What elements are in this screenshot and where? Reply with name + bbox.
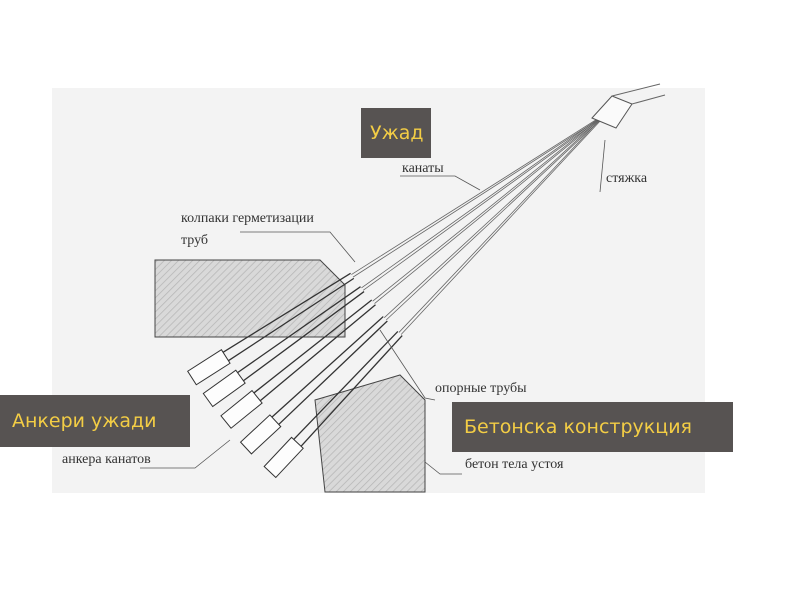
- overlay-label-anchors: Анкери ужади: [0, 395, 190, 447]
- anchor-3: [220, 389, 263, 429]
- cable-4: [239, 113, 607, 455]
- overlay-label-concrete: Бетонска конструкция: [452, 402, 733, 452]
- support-pipe-wall: [300, 335, 403, 447]
- overlay-label-cable: Ужад: [361, 108, 431, 158]
- support-pipe-wall: [253, 299, 373, 394]
- cable-strand: [352, 114, 607, 278]
- label-cables-original: канаты: [402, 161, 444, 176]
- support-pipe-wall: [278, 320, 388, 425]
- lower-concrete-block: [314, 374, 426, 493]
- cable-strand: [400, 114, 607, 335]
- label-caps-original-line1: колпаки герметизации: [181, 211, 314, 226]
- cable-strand: [351, 113, 606, 275]
- anchor-2: [202, 369, 246, 408]
- cable-3: [220, 113, 607, 429]
- label-anchors-original: анкера канатов: [62, 452, 151, 467]
- leader-lines: [140, 139, 606, 475]
- cable-2: [202, 113, 607, 408]
- support-pipe-wall: [259, 304, 376, 402]
- cable-strand: [398, 113, 606, 333]
- cable-strand: [362, 114, 607, 291]
- anchor-5: [263, 436, 304, 479]
- cable-1: [187, 113, 607, 386]
- cable-strand: [372, 113, 606, 302]
- support-pipe-wall: [228, 277, 355, 362]
- cable-5: [263, 113, 607, 479]
- anchor-4: [239, 414, 282, 455]
- tie-clamp: [591, 83, 666, 129]
- upper-concrete-block: [154, 259, 346, 338]
- cable-strand: [374, 114, 607, 304]
- label-concrete-original: бетон тела устоя: [465, 457, 564, 472]
- anchor-1: [187, 349, 231, 386]
- cable-strand: [383, 113, 606, 318]
- support-pipe-wall: [271, 316, 384, 418]
- label-tie-original: стяжка: [606, 171, 648, 186]
- label-support-pipes-original: опорные трубы: [435, 381, 527, 396]
- support-pipe-wall: [222, 272, 351, 353]
- cable-strand: [361, 113, 606, 289]
- support-pipe-wall: [237, 286, 361, 374]
- support-pipe-wall: [243, 291, 365, 382]
- cables-group: [187, 113, 607, 479]
- label-caps-original-line2: труб: [181, 233, 208, 248]
- cable-strand: [386, 114, 607, 321]
- support-pipe-wall: [293, 330, 399, 440]
